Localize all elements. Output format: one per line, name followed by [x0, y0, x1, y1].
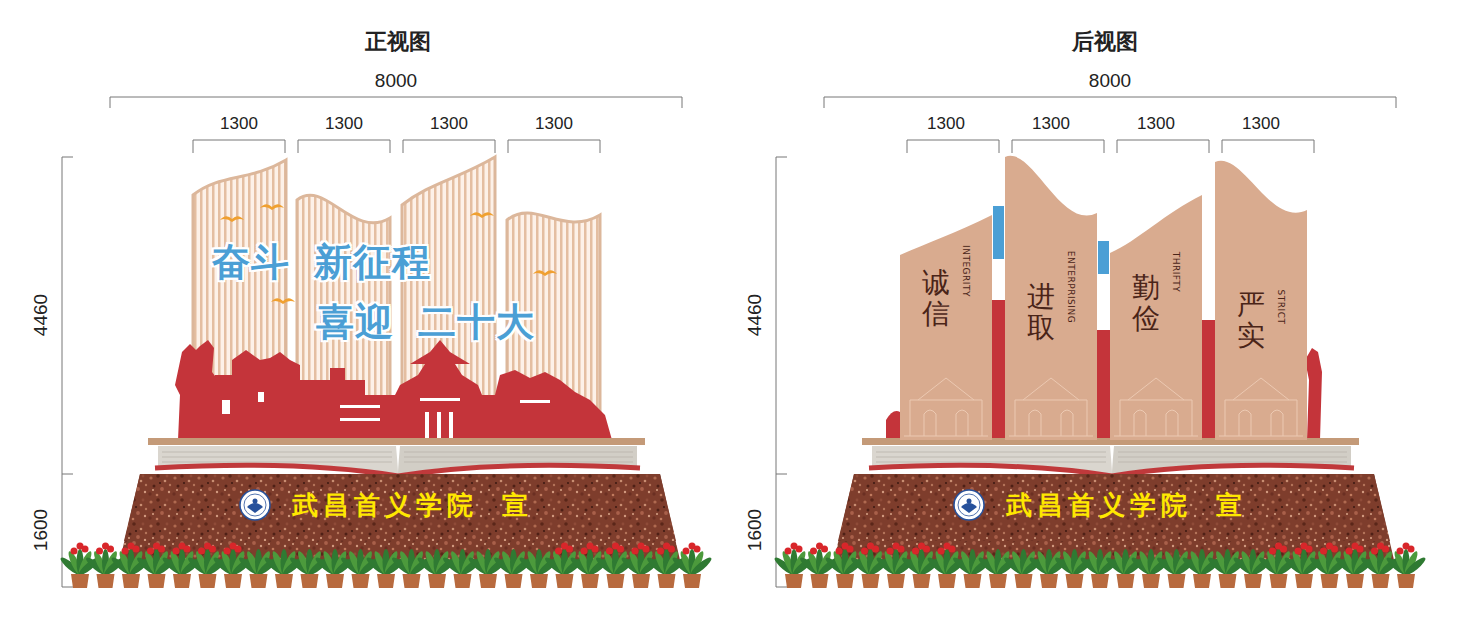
panel-subtitle: INTEGRITY [961, 245, 972, 297]
dimension-label: 4460 [745, 294, 764, 336]
dimension-label: 1600 [745, 509, 764, 551]
dimension-label: 8000 [1089, 71, 1131, 90]
view-title: 后视图 [1072, 31, 1138, 53]
granite-plinth [120, 474, 1394, 560]
dimension-label: 1300 [535, 115, 573, 132]
panel-subtitle: STRICT [1276, 290, 1287, 325]
window-details [222, 392, 550, 438]
sign-panel: 严实 STRICT [1215, 160, 1307, 440]
panel-title: 勤俭 [1132, 273, 1160, 335]
slogan-text: 喜迎 二十大 [316, 303, 535, 341]
school-logo [954, 490, 984, 520]
plinth-text: 武昌首义学院 宣 [292, 492, 533, 518]
panel-title: 诚信 [922, 268, 950, 330]
red-skyline [175, 340, 612, 440]
panel-subtitle: THRIFTY [1171, 252, 1182, 293]
dimension-label: 1300 [1242, 115, 1280, 132]
dimension-label: 4460 [31, 294, 50, 336]
panel-title: 进取 [1027, 282, 1055, 344]
dimension-label: 1300 [325, 115, 363, 132]
dimension-label: 1300 [1032, 115, 1070, 132]
open-book [148, 438, 1359, 476]
sign-panel: 进取 ENTERPRISING [1005, 155, 1097, 440]
panel-subtitle: ENTERPRISING [1066, 251, 1077, 323]
plinth-base: 武昌首义学院 宣 [124, 474, 676, 541]
school-logo [240, 490, 270, 520]
dimension-label: 1300 [220, 115, 258, 132]
dimension-label: 1300 [1137, 115, 1175, 132]
dimension-label: 1300 [430, 115, 468, 132]
potted-plants [59, 543, 1428, 589]
dimension-label: 1600 [31, 509, 50, 551]
view-title: 正视图 [365, 31, 431, 53]
dimension-lines [62, 97, 1396, 587]
dimension-label: 8000 [375, 71, 417, 90]
plinth-base: 武昌首义学院 宣 [838, 474, 1390, 541]
slogan-text: 奋斗 新征程 [212, 243, 431, 281]
plinth-text: 武昌首义学院 宣 [1006, 492, 1247, 518]
panel-title: 严实 [1237, 290, 1265, 352]
dimension-label: 1300 [927, 115, 965, 132]
sign-panel: 勤俭 THRIFTY [1110, 193, 1202, 440]
sign-panel: 诚信 INTEGRITY [900, 213, 992, 440]
